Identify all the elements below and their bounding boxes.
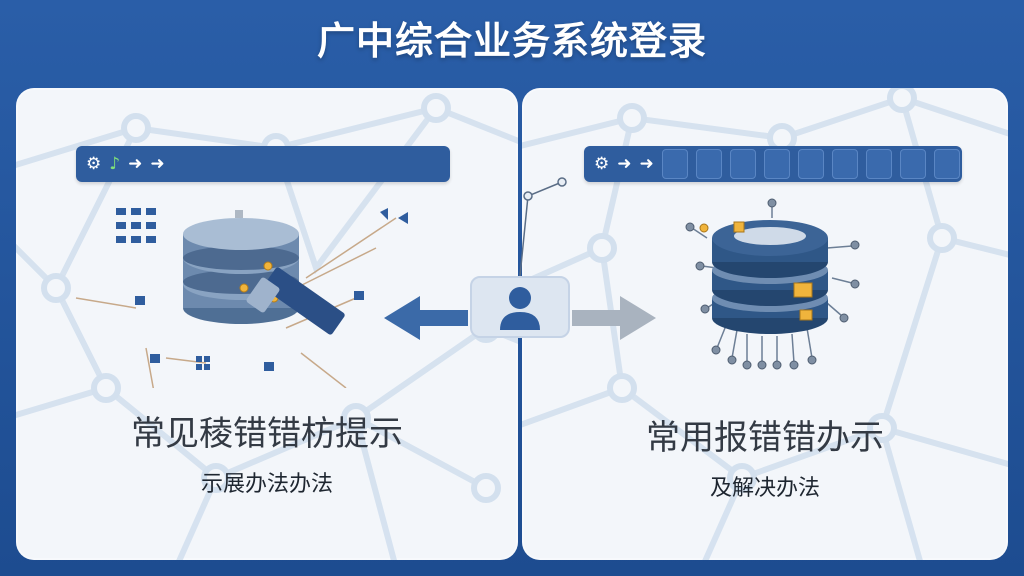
- arrow-right-icon[interactable]: ➜: [128, 154, 143, 174]
- toolbar-segment[interactable]: [729, 149, 756, 179]
- toolbar-segment[interactable]: [831, 149, 858, 179]
- arrow-right-icon[interactable]: ➜: [150, 154, 165, 174]
- toolbar-segment[interactable]: [797, 149, 824, 179]
- database-server-illustration: [685, 198, 860, 370]
- toolbar-segment[interactable]: [899, 149, 926, 179]
- arrow-right-icon[interactable]: ➜: [639, 154, 654, 174]
- right-caption-main: 常用报错错办示: [646, 418, 884, 458]
- database-search-illustration: [75, 208, 408, 388]
- left-toolbar[interactable]: ⚙ ♪ ➜ ➜: [76, 146, 450, 182]
- arrow-right-icon[interactable]: ➜: [617, 154, 632, 174]
- gear-icon[interactable]: ⚙: [86, 154, 102, 174]
- music-note-icon[interactable]: ♪: [109, 154, 121, 174]
- toolbar-segment[interactable]: [661, 149, 688, 179]
- toolbar-segment[interactable]: [933, 149, 960, 179]
- left-caption-main: 常见稜错错枋提示: [131, 414, 403, 454]
- user-icon: [500, 287, 540, 330]
- left-panel[interactable]: ⚙ ♪ ➜ ➜: [16, 88, 518, 560]
- gear-icon[interactable]: ⚙: [594, 154, 610, 174]
- right-toolbar[interactable]: ⚙ ➜ ➜: [584, 146, 962, 182]
- toolbar-segment[interactable]: [763, 149, 790, 179]
- toolbar-segment[interactable]: [865, 149, 892, 179]
- user-card[interactable]: [470, 276, 570, 338]
- right-panel[interactable]: ⚙ ➜ ➜: [522, 88, 1008, 560]
- page-title: 广中综合业务系统登录: [316, 19, 707, 63]
- right-caption-sub: 及解决办法: [709, 476, 820, 501]
- toolbar-segment[interactable]: [695, 149, 722, 179]
- left-caption-sub: 示展办法办法: [200, 472, 333, 497]
